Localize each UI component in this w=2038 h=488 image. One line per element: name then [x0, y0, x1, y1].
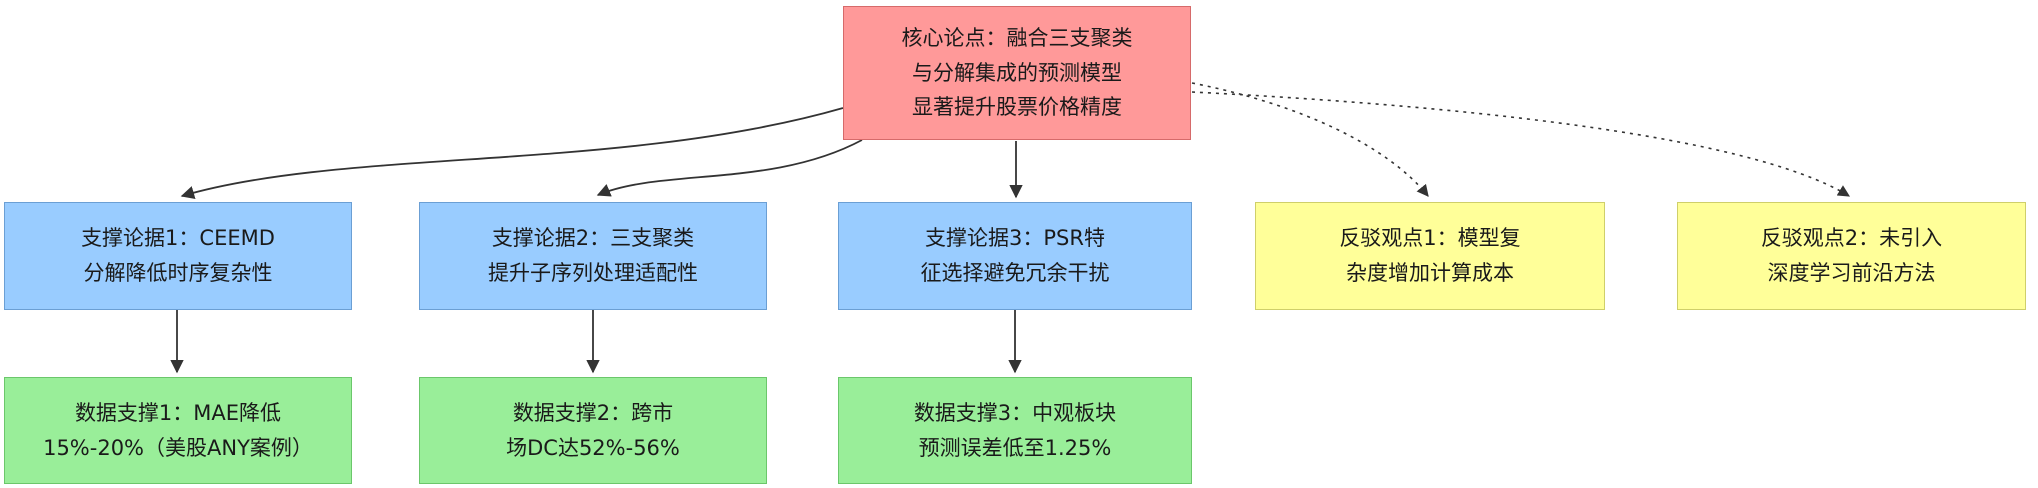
edge-root-to-rebuttal-2 [1191, 91, 1851, 197]
edge-root-to-rebuttal-1 [1191, 82, 1429, 197]
edge-root-to-support-2 [596, 139, 863, 197]
node-support-2: 支撑论据2：三支聚类提升子序列处理适配性 [419, 202, 767, 310]
node-data-support-3: 数据支撑3：中观板块预测误差低至1.25% [838, 377, 1192, 484]
node-rebuttal-1: 反驳观点1：模型复杂度增加计算成本 [1255, 202, 1605, 310]
node-core-thesis: 核心论点：融合三支聚类与分解集成的预测模型显著提升股票价格精度 [843, 6, 1191, 140]
node-support-3: 支撑论据3：PSR特征选择避免冗余干扰 [838, 202, 1192, 310]
node-support-1: 支撑论据1：CEEMD分解降低时序复杂性 [4, 202, 352, 310]
node-rebuttal-2: 反驳观点2：未引入深度学习前沿方法 [1677, 202, 2026, 310]
node-data-support-1: 数据支撑1：MAE降低15%-20%（美股ANY案例） [4, 377, 352, 484]
node-data-support-2: 数据支撑2：跨市场DC达52%-56% [419, 377, 767, 484]
edge-root-to-support-1 [180, 107, 844, 200]
